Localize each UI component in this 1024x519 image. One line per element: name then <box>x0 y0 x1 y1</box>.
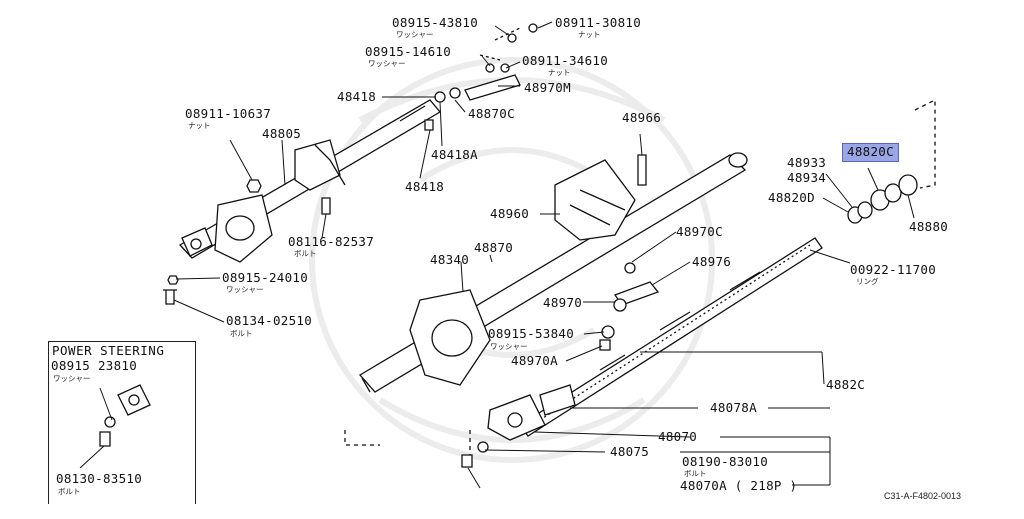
label-08915-53840: 08915-53840 <box>488 326 575 341</box>
label-48970A: 48970A <box>511 353 558 368</box>
label-08190-83010: 08190-83010 <box>682 454 769 469</box>
label-08911-10637: 08911-10637 <box>185 106 272 121</box>
label-48870C: 48870C <box>468 106 515 121</box>
label-48078A: 48078A <box>710 400 757 415</box>
power-steering-inset-title: POWER STEERING <box>52 343 165 358</box>
sublabel-bolt: ボルト <box>58 487 81 496</box>
label-08134-02510: 08134-02510 <box>226 313 313 328</box>
label-08915-24010: 08915-24010 <box>222 270 309 285</box>
label-48340: 48340 <box>430 252 470 267</box>
label-48820D: 48820D <box>768 190 815 205</box>
sublabel-nut: ナット <box>548 68 571 77</box>
label-08130-83510: 08130-83510 <box>56 471 143 486</box>
label-08915-43810: 08915-43810 <box>392 15 479 30</box>
upper-left-column <box>163 99 441 305</box>
leader-lines <box>79 21 915 489</box>
label-48960: 48960 <box>490 206 530 221</box>
label-48070: 48070 <box>658 429 698 444</box>
label-48805: 48805 <box>262 126 302 141</box>
label-48966: 48966 <box>622 110 662 125</box>
main-column-tube <box>344 152 748 455</box>
sublabel-washer: ワッシャー <box>368 59 406 68</box>
label-48933: 48933 <box>787 155 827 170</box>
sublabel-washer: ワッシャー <box>396 30 434 39</box>
label-48070A-218P: 48070A ( 218P ) <box>680 478 798 493</box>
label-48870: 48870 <box>474 240 514 255</box>
label-00922-11700: 00922-11700 <box>850 262 937 277</box>
steering-shaft <box>461 237 823 468</box>
label-4882C: 4882C <box>826 377 866 392</box>
label-08911-34610: 08911-34610 <box>522 53 609 68</box>
diagram-reference-code: C31-A-F4802-0013 <box>884 491 962 501</box>
sublabel-washer: ワッシャー <box>226 285 264 294</box>
label-48418: 48418 <box>337 89 377 104</box>
sublabel-ring: リング <box>856 277 879 286</box>
label-48820C-highlighted[interactable]: 48820C <box>842 143 899 162</box>
label-48970C: 48970C <box>676 224 723 239</box>
label-08915-23810: 08915 23810 <box>51 358 138 373</box>
label-48970M: 48970M <box>524 80 571 95</box>
sublabel-bolt: ボルト <box>230 329 253 338</box>
sublabel-bolt: ボルト <box>294 249 317 258</box>
label-48880: 48880 <box>909 219 949 234</box>
label-48075: 48075 <box>610 444 650 459</box>
bearing-stack <box>847 98 936 224</box>
sublabel-bolt: ボルト <box>684 469 707 478</box>
label-48970: 48970 <box>543 295 583 310</box>
inset-power-steering-parts <box>99 384 151 447</box>
sublabel-nut: ナット <box>578 30 601 39</box>
label-48934: 48934 <box>787 170 827 185</box>
sublabel-washer: ワッシャー <box>490 342 528 351</box>
label-08116-82537: 08116-82537 <box>288 234 375 249</box>
label-08915-14610: 08915-14610 <box>365 44 452 59</box>
power-steering-inset-box <box>48 341 196 504</box>
center-hardware <box>599 262 660 351</box>
label-48418-lower: 48418 <box>405 179 445 194</box>
label-08911-30810: 08911-30810 <box>555 15 642 30</box>
label-48976: 48976 <box>692 254 732 269</box>
sublabel-nut: ナット <box>188 121 211 130</box>
label-48418A: 48418A <box>431 147 478 162</box>
sublabel-washer: ワッシャー <box>53 374 91 383</box>
